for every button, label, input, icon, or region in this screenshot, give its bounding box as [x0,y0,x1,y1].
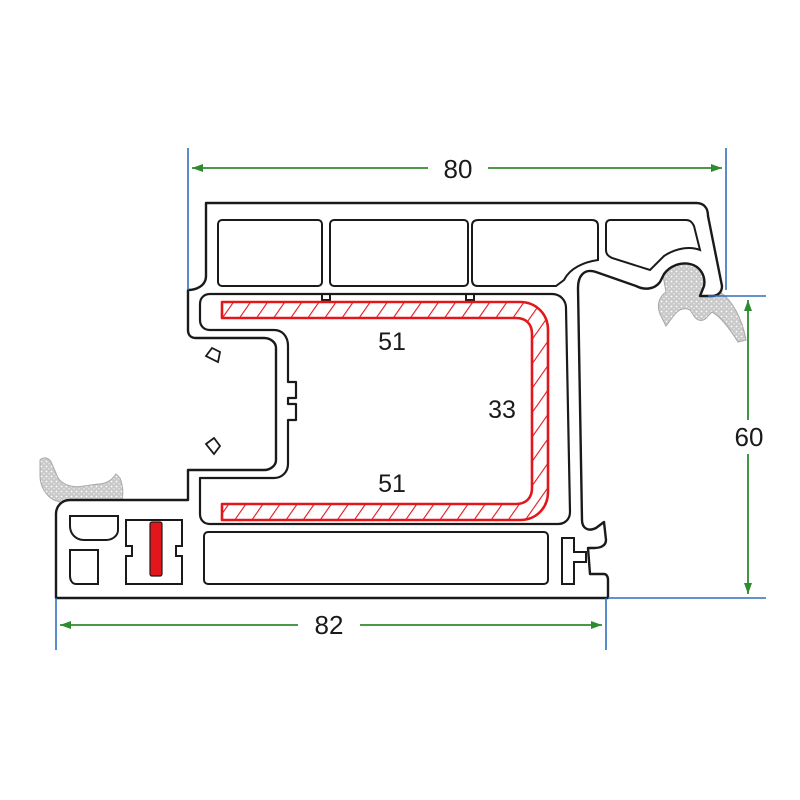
steel-reinforcement [220,300,550,522]
reinforcement-label-back: 33 [488,396,516,424]
bottom-left-chamber-2 [69,549,99,585]
wall-pip [204,436,222,456]
thermal-insert-red [149,521,163,577]
main-chamber-edge [198,292,572,526]
dimension-label-bottom: 82 [315,610,344,640]
dimension-label-bg [724,420,774,454]
right-foot-channel [561,537,587,585]
top-chamber-1 [217,219,323,287]
dimension-label-bg [298,607,360,641]
dimension-label-right: 60 [735,422,764,452]
bottom-left-chamber [69,515,119,541]
dimension-label-top: 80 [444,154,473,184]
top-chamber-4 [605,219,702,272]
dimension-label-bg [428,150,488,184]
wall-pip [465,294,475,301]
top-chamber-3 [471,219,599,287]
reinforcement-label-top: 51 [378,328,406,356]
wall-pip [204,346,222,364]
top-chamber-2 [329,219,469,287]
wall-pip [321,294,331,301]
reinforcement-label-bottom: 51 [378,470,406,498]
bottom-chamber-main [203,531,549,585]
